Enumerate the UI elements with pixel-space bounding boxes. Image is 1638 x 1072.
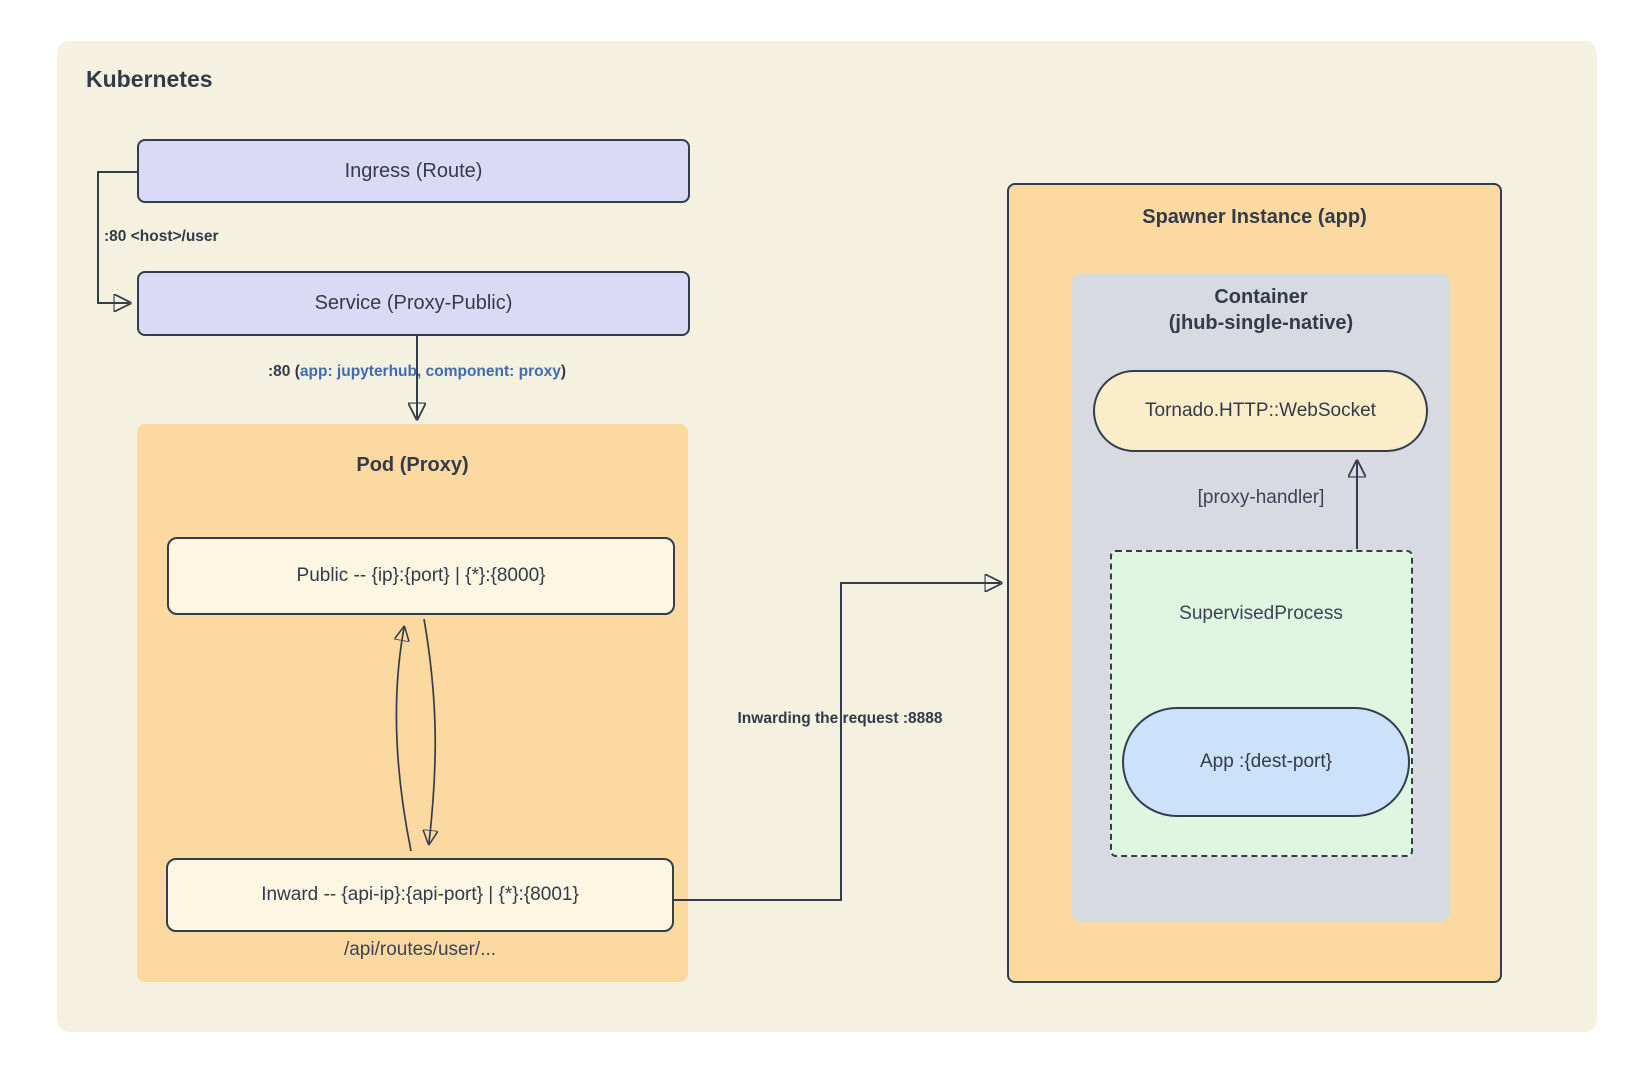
api-routes-note: /api/routes/user/... (343, 939, 497, 960)
edge-label-service-selector: :80 (app: jupyterhub, component: proxy) (268, 363, 566, 381)
service-node: Service (Proxy-Public) (137, 271, 690, 336)
app-dest-port-node: App :{dest-port} (1122, 707, 1410, 817)
ingress-label: Ingress (Route) (344, 159, 483, 182)
kubernetes-title: Kubernetes (86, 66, 213, 92)
public-endpoint-label: Public -- {ip}:{port} | {*}:{8000} (296, 565, 546, 586)
container-title-line2: (jhub-single-native) (1168, 312, 1354, 334)
app-dest-port-label: App :{dest-port} (1199, 751, 1333, 772)
container-title-line1: Container (1214, 286, 1308, 308)
inward-endpoint-node: Inward -- {api-ip}:{api-port} | {*}:{800… (166, 858, 674, 932)
tornado-websocket-label: Tornado.HTTP::WebSocket (1145, 400, 1376, 421)
proxy-handler-label: [proxy-handler] (1197, 487, 1325, 508)
public-endpoint-node: Public -- {ip}:{port} | {*}:{8000} (167, 537, 675, 615)
supervised-process-label: SupervisedProcess (1179, 603, 1343, 624)
edge-label-port-prefix: :80 ( (268, 363, 300, 380)
service-label: Service (Proxy-Public) (314, 292, 513, 314)
spawner-instance-title: Spawner Instance (app) (1142, 206, 1367, 228)
edge-label-inwarding-request: Inwarding the request :8888 (737, 710, 943, 727)
edge-label-host-user: :80 <host>/user (104, 228, 219, 245)
edge-label-port-suffix: ) (560, 363, 566, 380)
inward-endpoint-label: Inward -- {api-ip}:{api-port} | {*}:{800… (261, 884, 579, 905)
pod-proxy-title: Pod (Proxy) (356, 454, 469, 476)
edge-label-selector: app: jupyterhub, component: proxy (299, 363, 561, 380)
ingress-node: Ingress (Route) (137, 139, 690, 203)
tornado-websocket-node: Tornado.HTTP::WebSocket (1093, 370, 1428, 452)
